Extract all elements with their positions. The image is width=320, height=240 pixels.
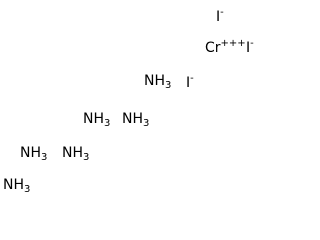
iodide-ion-middle: I-: [186, 73, 194, 91]
ammonia-subscript: 3: [83, 152, 90, 163]
ammonia-subscript: 3: [165, 80, 172, 91]
ammonia-ligand: NH3: [122, 112, 149, 129]
ammonia-base: NH: [122, 111, 143, 127]
iodide-charge: -: [190, 73, 194, 84]
ammonia-subscript: 3: [143, 118, 150, 129]
structure-canvas: I- Cr+++ I- NH3 I- NH3 NH3 NH3 NH3 NH3: [3, 7, 254, 195]
ammonia-ligand: NH3: [62, 146, 89, 163]
iodide-ion-top: I-: [216, 7, 224, 25]
ammonia-subscript: 3: [104, 118, 111, 129]
chromium-charge: +++: [220, 38, 246, 49]
iodide-symbol: I: [216, 9, 221, 25]
ammonia-base: NH: [83, 111, 104, 127]
ammonia-base: NH: [62, 145, 83, 161]
iodide-symbol: I: [186, 75, 191, 91]
iodide-charge: -: [250, 38, 254, 49]
ammonia-ligand: NH3: [83, 112, 110, 129]
ammonia-subscript: 3: [24, 184, 31, 195]
iodide-symbol: I: [246, 40, 251, 56]
iodide-charge: -: [220, 7, 224, 18]
chromium-ion: Cr+++: [205, 38, 246, 56]
ammonia-base: NH: [3, 177, 24, 193]
ammonia-subscript: 3: [41, 152, 48, 163]
ammonia-ligand: NH3: [20, 146, 47, 163]
chromium-symbol: Cr: [205, 40, 221, 56]
ammonia-base: NH: [20, 145, 41, 161]
ammonia-base: NH: [144, 73, 165, 89]
iodide-ion-right: I-: [246, 38, 254, 56]
ammonia-ligand: NH3: [3, 178, 30, 195]
ammonia-ligand: NH3: [144, 74, 171, 91]
